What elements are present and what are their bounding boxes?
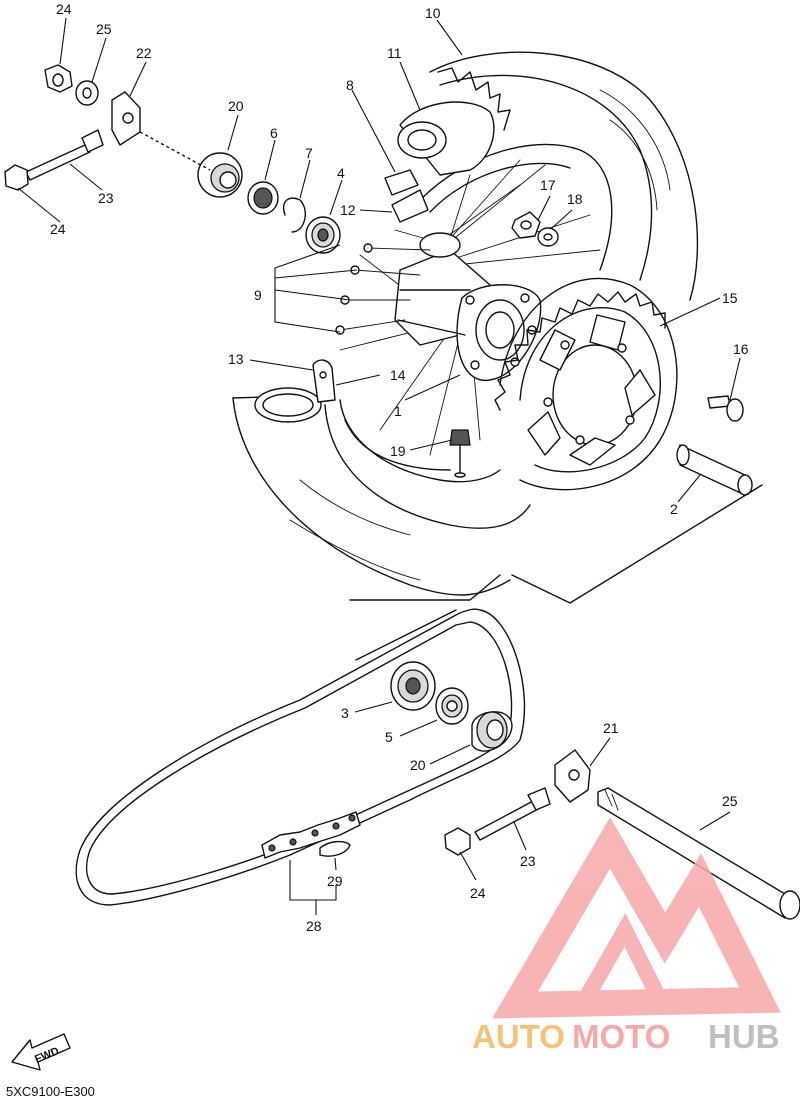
bearing-3: [390, 661, 436, 711]
sprocket-bolt: [707, 395, 744, 422]
leader-lines: [17, 17, 741, 915]
label-7: 7: [305, 145, 313, 161]
oil-seal-6: [247, 181, 279, 215]
label-6: 6: [270, 125, 278, 141]
watermark-hub: HUB: [708, 1018, 780, 1055]
label-20b: 20: [410, 757, 426, 773]
axle-nut-26: [44, 64, 73, 93]
label-14: 14: [390, 367, 406, 383]
valve-nut: [449, 429, 471, 478]
label-11: 11: [387, 45, 402, 61]
label-28: 28: [306, 918, 322, 934]
label-24b: 24: [470, 885, 486, 901]
label-12: 12: [340, 202, 356, 218]
rim-lock: [312, 359, 336, 403]
rim-band-and-valve: [384, 101, 495, 223]
fwd-arrow-icon: [11, 1033, 71, 1071]
drive-chain: [75, 608, 526, 906]
label-25: 25: [722, 793, 738, 809]
diagram-code: 5XC9100-E300: [6, 1084, 95, 1099]
label-15: 15: [722, 290, 738, 306]
label-22: 22: [136, 45, 152, 61]
bearing-4: [305, 216, 341, 254]
label-17: 17: [540, 177, 556, 193]
chain-puller-22: [111, 91, 141, 146]
oil-seal-5: [435, 687, 469, 725]
label-27: 25: [96, 21, 112, 37]
collar-20b: [471, 711, 513, 752]
label-18: 18: [567, 191, 583, 207]
label-21: 21: [603, 720, 619, 736]
label-19: 19: [390, 443, 406, 459]
label-23b: 23: [520, 853, 536, 869]
label-26: 24: [56, 1, 72, 17]
label-10: 10: [425, 5, 441, 21]
sprocket: [499, 277, 678, 491]
circlip-7: [283, 197, 306, 233]
label-9: 9: [254, 287, 262, 303]
watermark-auto: AUTO: [472, 1018, 565, 1055]
chain-puller-21: [554, 749, 591, 803]
chain-clip: [319, 840, 351, 857]
wheel-axle: [597, 787, 800, 920]
label-3: 3: [341, 705, 349, 721]
collar: [676, 444, 753, 496]
watermark-logo: [492, 817, 781, 1019]
watermark-moto: MOTO: [572, 1018, 670, 1055]
locknut-24a: [4, 164, 29, 191]
collar-20a: [197, 152, 243, 198]
label-4: 4: [337, 165, 345, 181]
adjust-bolt-23b: [474, 787, 551, 841]
sprocket-nut: [511, 211, 541, 239]
master-link: [261, 811, 361, 859]
tire: [232, 51, 699, 596]
sprocket-teeth: [494, 291, 666, 411]
label-16: 16: [733, 341, 749, 357]
label-13: 13: [228, 351, 244, 367]
part-labels: 24 25 22 20 6 7 4 10 11 8 12 9 13 14 1 1…: [50, 1, 749, 934]
label-1: 1: [394, 403, 402, 419]
label-20a: 20: [228, 98, 244, 114]
adjust-bolt-23a: [25, 129, 104, 181]
section-outline: [349, 484, 763, 661]
label-5: 5: [385, 729, 393, 745]
label-23a: 23: [98, 190, 114, 206]
label-29: 29: [327, 873, 343, 889]
label-8: 8: [346, 77, 354, 93]
label-24a: 24: [50, 221, 66, 237]
hub: [394, 232, 542, 381]
sprocket-washer: [537, 227, 559, 247]
locknut-24b: [444, 827, 471, 856]
washer-27: [75, 80, 99, 106]
label-2: 2: [670, 501, 678, 517]
